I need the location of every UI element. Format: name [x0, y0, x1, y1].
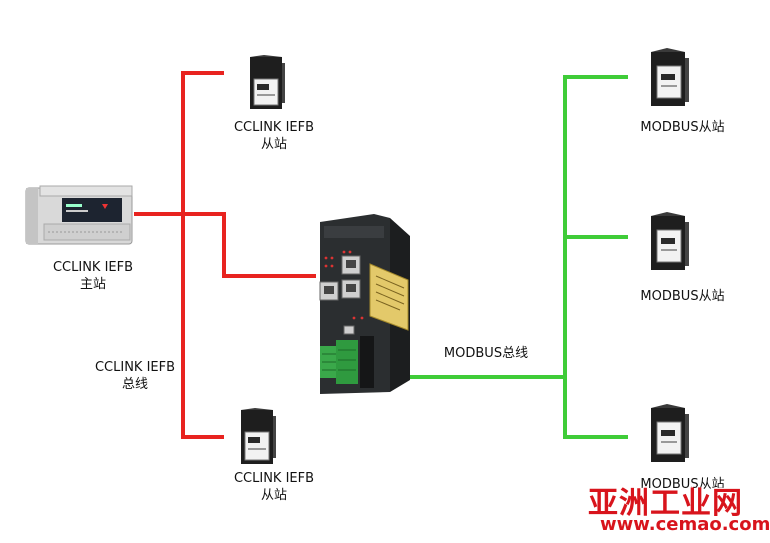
modbus-slave-1-label: MODBUS从站 — [640, 120, 725, 135]
cclink-bus-lines — [134, 71, 316, 439]
watermark-url: www.cemao.com — [600, 514, 770, 535]
modbus-bus-lines — [378, 75, 628, 439]
cclink-slave-top-icon — [250, 55, 285, 109]
cclink-slave-top-label: CCLINK IEFB 从站 — [233, 120, 315, 152]
cclink-bus-label: CCLINK IEFB 总线 — [94, 360, 176, 392]
modbus-slave-3-icon — [651, 404, 689, 462]
modbus-slave-3-label: MODBUS从站 — [640, 477, 725, 492]
watermark-logo: 亚洲工业网 — [588, 486, 743, 521]
cclink-slave-bottom-label: CCLINK IEFB 从站 — [233, 471, 315, 503]
modbus-slave-2-label: MODBUS从站 — [640, 289, 725, 304]
modbus-slave-1-icon — [651, 48, 689, 106]
cclink-slave-bottom-icon — [241, 408, 276, 464]
modbus-slave-2-icon — [651, 212, 689, 270]
modbus-bus-label: MODBUS总线 — [443, 346, 529, 361]
master-label: CCLINK IEFB 主站 — [52, 260, 134, 292]
gateway-device-icon — [319, 214, 410, 394]
plc-master-icon — [25, 185, 133, 245]
